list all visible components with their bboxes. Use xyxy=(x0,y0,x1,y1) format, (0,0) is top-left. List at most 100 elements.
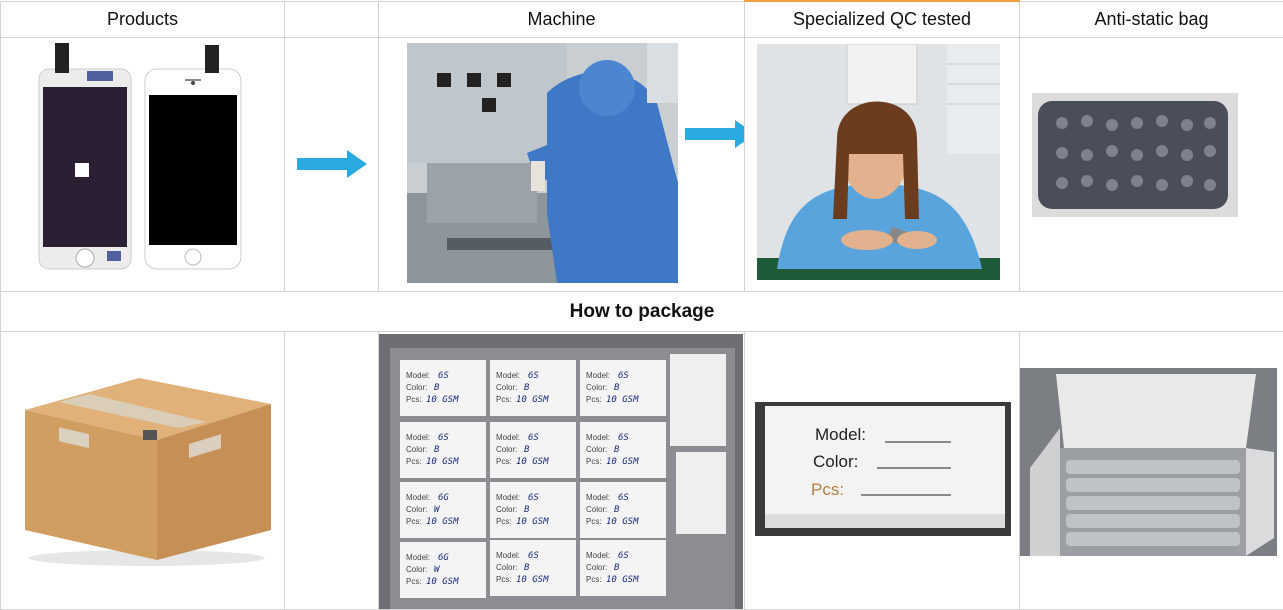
tray-pcs-value: 10 GSM xyxy=(426,457,459,467)
header-products: Products xyxy=(0,0,285,38)
box-color-label: Color: xyxy=(813,452,858,471)
tray-color-label: Color: xyxy=(586,505,607,514)
tray-color-label: Color: xyxy=(586,383,607,392)
tray-pcs-label: Pcs: xyxy=(586,395,602,404)
packed-box-cell xyxy=(1019,331,1283,610)
tray-model-value: 6S xyxy=(528,493,539,503)
tray-color-label: Color: xyxy=(406,383,427,392)
tray-model-label: Model: xyxy=(406,493,430,502)
header-machine: Machine xyxy=(378,0,745,38)
tray-pcs-label: Pcs: xyxy=(496,517,512,526)
tray-pcs-label: Pcs: xyxy=(496,395,512,404)
tray-model-label: Model: xyxy=(586,371,610,380)
arrow-cell-1 xyxy=(284,37,379,292)
tray-pcs-label: Pcs: xyxy=(586,575,602,584)
qc-cell xyxy=(744,37,1020,292)
tray-model-value: 6S xyxy=(618,493,629,503)
tray-pcs-value: 10 GSM xyxy=(516,395,549,405)
tray-color-label: Color: xyxy=(406,505,427,514)
tray-pcs-value: 10 GSM xyxy=(426,577,459,587)
tray-pcs-label: Pcs: xyxy=(406,577,422,586)
header-bag: Anti-static bag xyxy=(1019,0,1283,38)
empty-cell xyxy=(284,331,379,610)
tray-color-value: B xyxy=(524,563,530,573)
tray-pcs-label: Pcs: xyxy=(496,457,512,466)
tray-color-label: Color: xyxy=(586,563,607,572)
packed-box-photo xyxy=(1020,368,1277,556)
tray-model-label: Model: xyxy=(496,371,520,380)
tray-color-label: Color: xyxy=(586,445,607,454)
tray-color-value: B xyxy=(614,445,620,455)
tray-pcs-value: 10 GSM xyxy=(426,517,459,527)
tray-color-label: Color: xyxy=(496,383,517,392)
tray-color-label: Color: xyxy=(496,505,517,514)
tray-pcs-value: 10 GSM xyxy=(426,395,459,405)
tray-model-value: 6S xyxy=(438,371,449,381)
tray-color-value: W xyxy=(434,505,441,515)
tray-pcs-label: Pcs: xyxy=(586,457,602,466)
tray-color-value: B xyxy=(524,445,530,455)
tray-color-value: B xyxy=(614,505,620,515)
products-cell xyxy=(0,37,285,292)
tray-model-label: Model: xyxy=(496,493,520,502)
tray-color-label: Color: xyxy=(496,445,517,454)
tray-model-value: 6G xyxy=(438,553,449,563)
tray-pcs-label: Pcs: xyxy=(496,575,512,584)
tray-color-value: B xyxy=(434,445,440,455)
tray-model-value: 6S xyxy=(618,433,629,443)
tray-model-label: Model: xyxy=(586,433,610,442)
tray-color-value: B xyxy=(434,383,440,393)
tray-pcs-value: 10 GSM xyxy=(606,575,639,585)
tray-model-label: Model: xyxy=(496,433,520,442)
machine-photo xyxy=(407,43,678,283)
tray-color-label: Color: xyxy=(406,445,427,454)
header-empty xyxy=(284,0,379,38)
tray-pcs-value: 10 GSM xyxy=(606,457,639,467)
boxed-screens-tray-photo: Model: Color: Pcs: Model: Color: Pcs: Mo… xyxy=(379,334,743,609)
tray-model-value: 6S xyxy=(438,433,449,443)
tray-model-value: 6G xyxy=(438,493,449,503)
right-arrow-icon xyxy=(297,150,367,178)
tray-model-label: Model: xyxy=(586,493,610,502)
tray-model-value: 6S xyxy=(618,551,629,561)
tray-pcs-label: Pcs: xyxy=(406,395,422,404)
carton-box-photo xyxy=(25,378,271,566)
bag-cell xyxy=(1019,37,1283,292)
box-pcs-label: Pcs: xyxy=(811,480,844,499)
tray-pcs-label: Pcs: xyxy=(586,517,602,526)
tray-color-label: Color: xyxy=(406,565,427,574)
tray-color-value: B xyxy=(524,505,530,515)
tray-model-label: Model: xyxy=(406,433,430,442)
tray-pcs-value: 10 GSM xyxy=(516,575,549,585)
tray-color-value: B xyxy=(524,383,530,393)
tray-pcs-label: Pcs: xyxy=(406,457,422,466)
machine-cell xyxy=(378,37,745,292)
tray-model-label: Model: xyxy=(586,551,610,560)
tray-model-value: 6S xyxy=(618,371,629,381)
label-box-cell: Model: Color: Pcs: xyxy=(744,331,1020,610)
header-qc: Specialized QC tested xyxy=(744,0,1020,38)
carton-cell xyxy=(0,331,285,610)
phone-screens-photo xyxy=(38,43,242,270)
package-title: How to package xyxy=(0,291,1283,332)
tray-model-label: Model: xyxy=(496,551,520,560)
tray-model-label: Model: xyxy=(406,553,430,562)
tray-pcs-value: 10 GSM xyxy=(606,395,639,405)
tray-model-value: 6S xyxy=(528,371,539,381)
right-arrow-icon xyxy=(685,120,744,148)
tray-model-value: 6S xyxy=(528,551,539,561)
tray-pcs-value: 10 GSM xyxy=(516,457,549,467)
anti-static-bag-photo xyxy=(1032,93,1238,217)
label-box-photo: Model: Color: Pcs: xyxy=(755,402,1011,536)
tray-color-value: B xyxy=(614,563,620,573)
tray-model-value: 6S xyxy=(528,433,539,443)
tray-pcs-label: Pcs: xyxy=(406,517,422,526)
tray-color-value: W xyxy=(434,565,441,575)
tray-pcs-value: 10 GSM xyxy=(516,517,549,527)
tray-color-value: B xyxy=(614,383,620,393)
tray-model-label: Model: xyxy=(406,371,430,380)
tray-pcs-value: 10 GSM xyxy=(606,517,639,527)
qc-worker-photo xyxy=(757,44,1000,280)
